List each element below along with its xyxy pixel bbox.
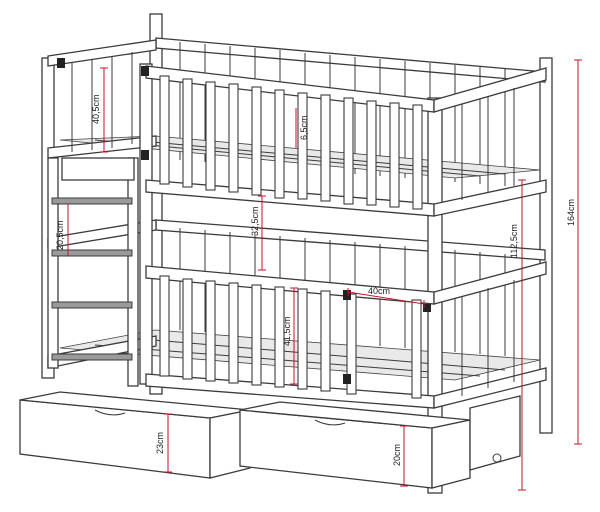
bolt-icons (57, 58, 431, 384)
drawer-right (239, 401, 471, 489)
bolt-icon (343, 374, 351, 384)
dim-lower-rail-height: 41,5cm (282, 316, 292, 346)
ladder-rung (51, 197, 133, 205)
dim-total-height: 164cm (566, 199, 576, 226)
drawer-left (19, 391, 251, 479)
bolt-icon (57, 58, 65, 68)
dimension-lines (67, 59, 582, 491)
bolt-icon (343, 290, 351, 300)
dim-ladder-step: 20,5cm (55, 220, 65, 250)
ladder-rung (51, 301, 133, 309)
left-frame (41, 39, 157, 379)
front-upper-slats (159, 75, 423, 210)
ladder-rung (51, 353, 133, 361)
dim-between-beds: 32,5cm (250, 206, 260, 236)
dim-slat-gap: 6,5cm (299, 115, 309, 140)
ladder-rung (51, 249, 133, 257)
dim-drawer-left-height: 23cm (155, 432, 165, 454)
dim-rail-opening: 40cm (368, 286, 390, 296)
front-lower-slats (159, 275, 422, 399)
bolt-icon (423, 304, 431, 312)
dim-top-rail-height: 40,5cm (91, 94, 101, 124)
bolt-icon (141, 150, 149, 160)
dim-drawer-right-height: 20cm (392, 444, 402, 466)
dim-top-height: 112,5cm (509, 224, 519, 258)
bolt-icon (141, 66, 149, 76)
front-frame (139, 63, 547, 494)
ladder (47, 157, 139, 387)
